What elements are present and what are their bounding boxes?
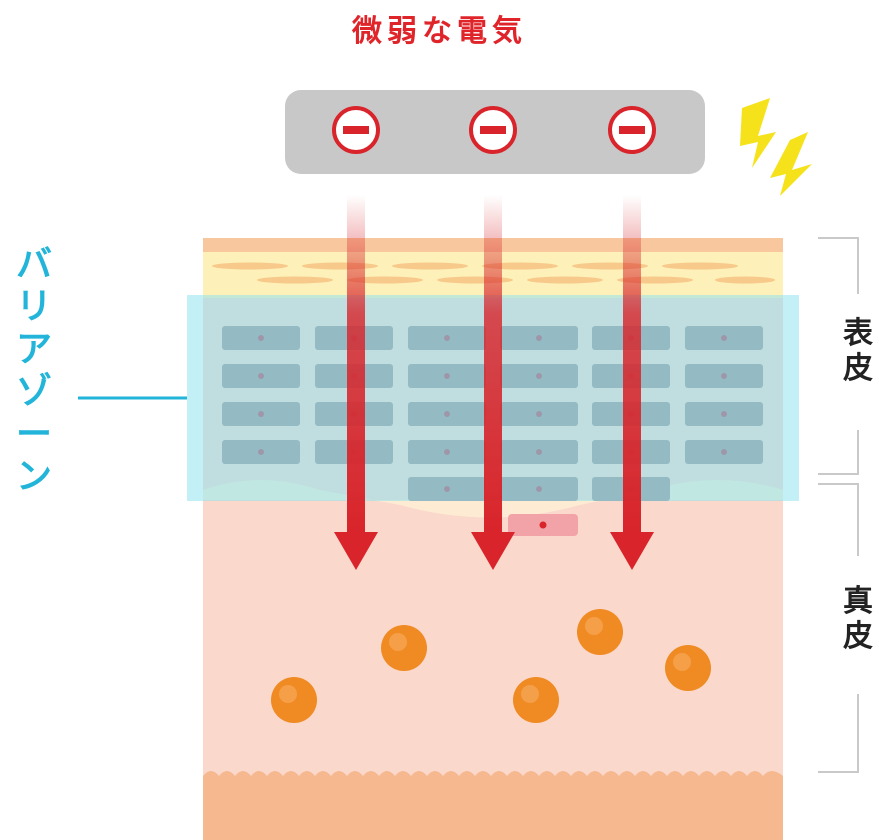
epidermis-label: 表皮 xyxy=(838,316,878,387)
label-glyph: ア xyxy=(15,328,52,370)
label-glyph: バ xyxy=(15,244,52,285)
label-glyph: 皮 xyxy=(843,619,873,655)
dermis-bracket xyxy=(818,483,859,773)
label-glyph: 皮 xyxy=(843,351,873,387)
epidermis-bracket xyxy=(818,237,859,475)
lightning-bolt-icon xyxy=(740,98,812,196)
label-glyph: 真 xyxy=(843,584,873,619)
basal-cell xyxy=(508,514,578,536)
barrier-zone-label: バリアゾーン xyxy=(14,244,54,499)
subcutaneous-layer xyxy=(203,771,783,840)
current-arrow xyxy=(471,195,515,570)
minus-circle-icon xyxy=(332,106,380,154)
label-glyph: リ xyxy=(15,286,52,328)
current-arrow xyxy=(610,195,654,570)
label-glyph: 表 xyxy=(843,316,873,351)
label-glyph: ン xyxy=(15,456,52,498)
minus-circle-icon xyxy=(469,106,517,154)
title: 微弱な電気 xyxy=(352,14,527,49)
dermis-label: 真皮 xyxy=(838,584,878,655)
label-glyph: ゾ xyxy=(15,371,52,413)
current-arrow xyxy=(334,195,378,570)
label-glyph: ー xyxy=(15,413,52,455)
minus-circle-icon xyxy=(608,106,656,154)
